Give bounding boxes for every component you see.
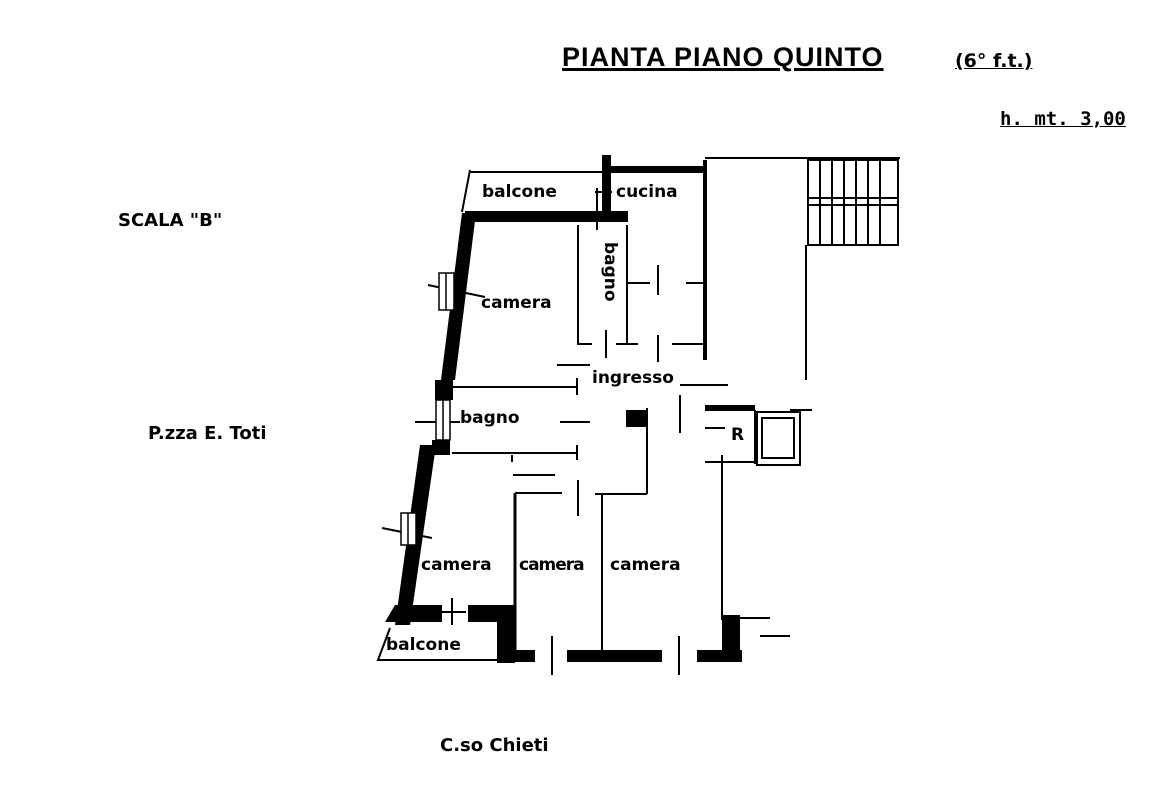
room-r: R [731,425,745,445]
room-bagno-vertical: bagno [600,242,620,302]
plan-title: PIANTA PIANO QUINTO [562,42,884,72]
room-ingresso: ingresso [592,368,674,388]
room-camera-right: camera [610,555,681,575]
room-camera-mid: camera [519,555,585,575]
room-balcone-bottom: balcone [386,635,461,655]
room-camera-left: camera [421,555,492,575]
south-street-label: C.so Chieti [440,735,549,756]
windows [400,272,455,546]
room-bagno: bagno [460,408,520,428]
west-street-label: P.zza E. Toti [148,423,267,444]
floor-note: (6° f.t.) [955,50,1033,72]
ceiling-height: h. mt. 3,00 [1000,108,1126,130]
room-balcone-top: balcone [482,182,557,202]
staircase-label: SCALA "B" [118,210,223,231]
room-cucina: cucina [616,182,678,202]
room-camera-top: camera [481,293,552,313]
